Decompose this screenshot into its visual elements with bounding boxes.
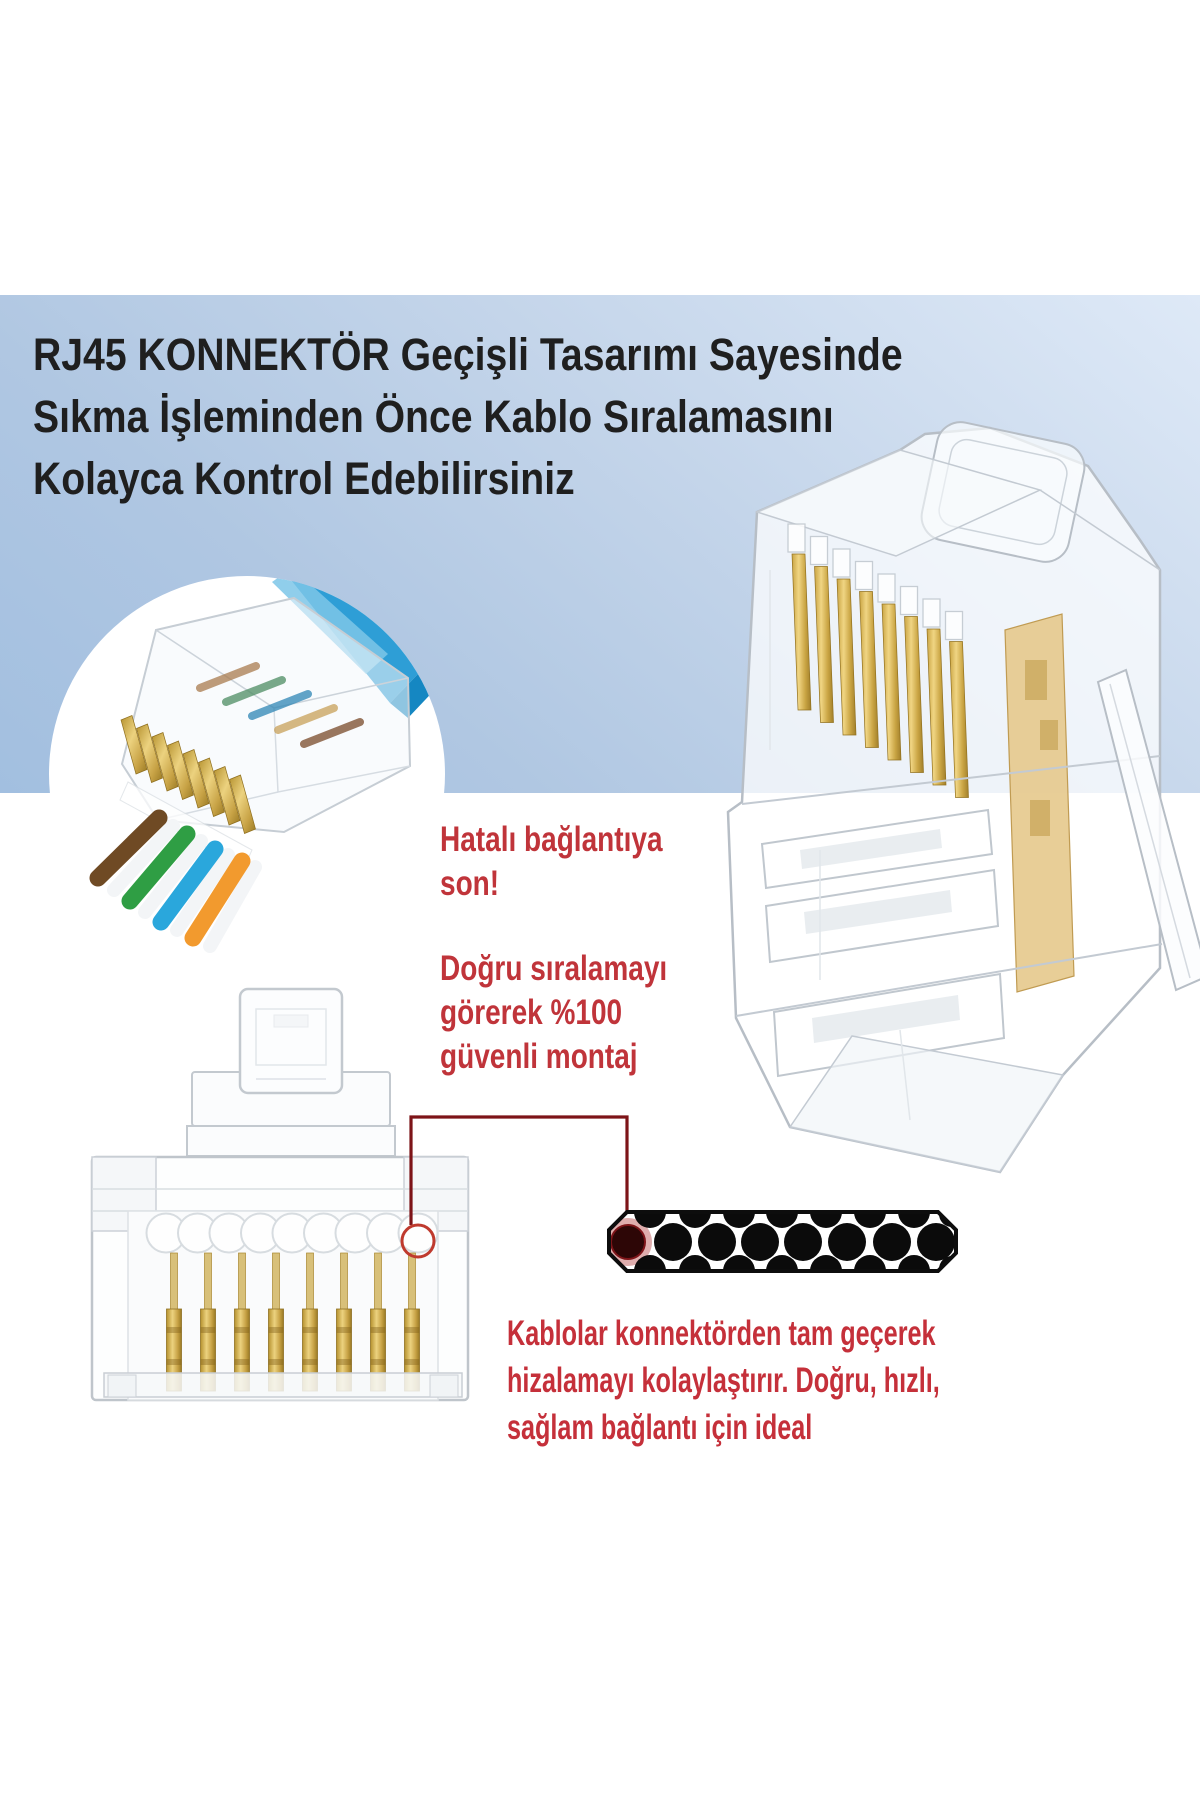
gold-pins [791, 553, 969, 798]
large-connector-figure [726, 421, 1200, 1174]
side-latch [1096, 668, 1200, 992]
note-pass-through: Kablolar konnektörden tam geçerek hizala… [507, 1310, 940, 1451]
headline-line: RJ45 KONNEKTÖR Geçişli Tasarımı Sayesind… [33, 329, 903, 380]
note-line: hizalamayı kolaylaştırır. Doğru, hızlı, [507, 1361, 940, 1400]
callout-line: görerek %100 [440, 993, 623, 1032]
wire-blue [152, 840, 224, 931]
foot-left [107, 1374, 137, 1398]
pin-comb [787, 523, 964, 641]
wire-green [121, 825, 196, 910]
callout-line: Doğru sıralamayı [440, 949, 668, 988]
white-wires [107, 819, 262, 953]
callout-line: son! [440, 864, 500, 903]
note-line: Kablolar konnektörden tam geçerek [507, 1314, 936, 1353]
wire-orange [184, 852, 251, 947]
gold-pins [120, 715, 256, 834]
cross-section-holes [609, 1212, 956, 1271]
wire-holes-row [145, 1212, 439, 1254]
inset-circle-figure [49, 576, 445, 972]
foot-right [429, 1374, 459, 1398]
bottom-face [788, 1035, 1065, 1173]
callout-line: Hatalı bağlantıya [440, 820, 663, 859]
highlight-ring-on-hole [400, 1223, 436, 1259]
note-line: sağlam bağlantı için ideal [507, 1408, 813, 1447]
callout-secure-assembly: Doğru sıralamayı görerek %100 güvenli mo… [440, 947, 667, 1079]
gold-contact-pad [1004, 613, 1075, 993]
collar-lower [186, 1125, 396, 1157]
headline-line: Kolayca Kontrol Edebilirsiniz [33, 453, 575, 504]
wire-brown [89, 809, 168, 887]
headline-line: Sıkma İşleminden Önce Kablo Sıralamasını [33, 391, 834, 442]
cross-section-outline [607, 1210, 958, 1273]
latch-tab [238, 987, 344, 1095]
callout-bracket-line [409, 1115, 629, 1225]
callout-diagram-figure [400, 1115, 958, 1273]
front-connector-figure [90, 987, 470, 1402]
internal-wire-streaks [196, 662, 364, 748]
callout-wrong-connection: Hatalı bağlantıya son! [440, 818, 663, 906]
callout-line: güvenli montaj [440, 1037, 638, 1076]
colored-wires [89, 809, 251, 947]
headline: RJ45 KONNEKTÖR Geçişli Tasarımı Sayesind… [33, 324, 903, 510]
glass-reflections [769, 570, 911, 1121]
bottom-rail [103, 1372, 463, 1398]
